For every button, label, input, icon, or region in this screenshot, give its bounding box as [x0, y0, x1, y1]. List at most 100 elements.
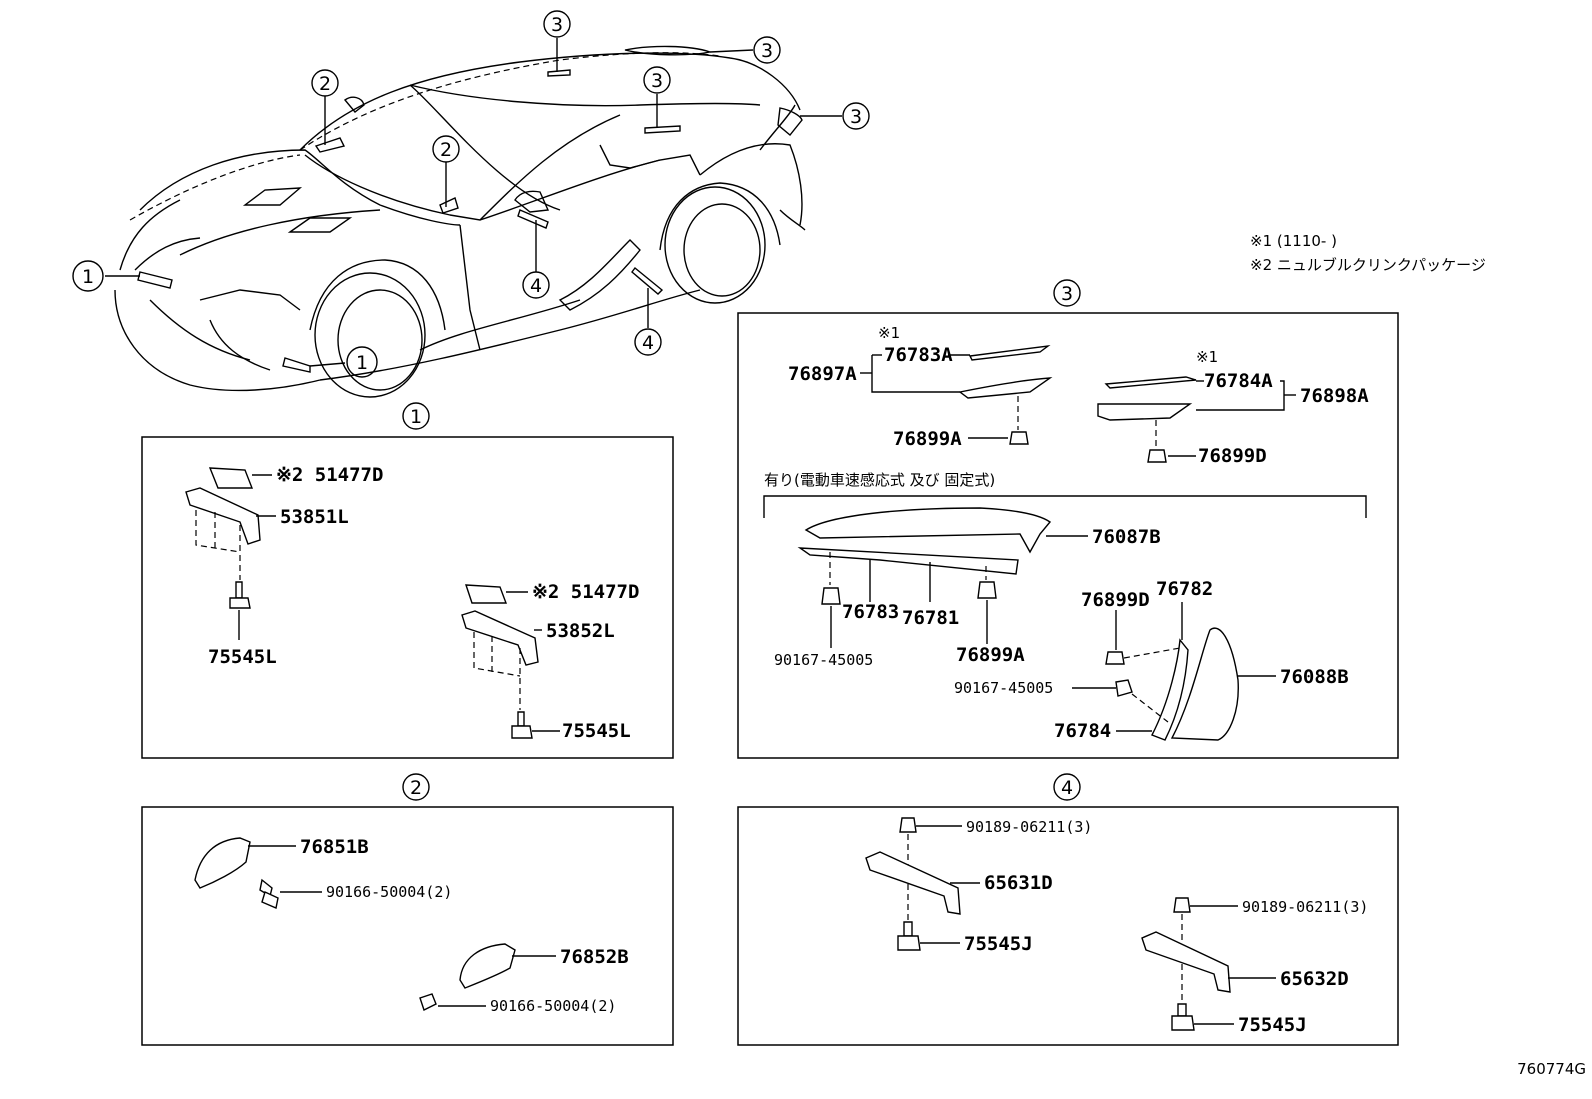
- spoiler-piece: [1097, 403, 1193, 421]
- callout-number: 2: [440, 139, 452, 161]
- screw-head: [1171, 1015, 1195, 1031]
- section-4: 4 90189-06211(3) 65631D 75545J 90189-062…: [737, 773, 1399, 1046]
- callout-number: 1: [356, 352, 368, 374]
- section-1: 1 ※2 51477D 53851L 75545L ※2 51477D 5385…: [141, 402, 674, 759]
- callout-4-side-intake: 4: [634, 328, 662, 356]
- part-number: ※2 51477D: [532, 581, 639, 603]
- callout-number: 3: [551, 14, 563, 36]
- callout-3-spoiler: 3: [753, 36, 781, 64]
- section-2: 2 76851B 90166-50004(2) 76852B 90166-500…: [141, 773, 674, 1046]
- nut: [977, 581, 997, 599]
- callout-2-pillar-right: 2: [432, 135, 460, 163]
- callout-3-roof: 3: [543, 10, 571, 38]
- end-plate-inner: [1151, 638, 1189, 741]
- clip: [899, 817, 917, 833]
- screw: [1115, 679, 1133, 697]
- part-number: 76898A: [1300, 385, 1369, 407]
- part-number: 90166-50004(2): [326, 883, 452, 901]
- callout-3-rear-window: 3: [643, 66, 671, 94]
- section-4-number: 4: [1061, 777, 1073, 799]
- side-garnish: [1141, 931, 1231, 993]
- part-number: 90167-45005: [954, 679, 1053, 697]
- part-number: 53852L: [546, 620, 615, 642]
- sub-header: 有り(電動車速感応式 及び 固定式): [764, 471, 995, 489]
- callout-2-pillar-left: 2: [311, 69, 339, 97]
- section-3-callout: [1053, 279, 1081, 307]
- section-1-box: [141, 436, 674, 759]
- screw-head: [229, 597, 251, 609]
- section-4-box: [737, 806, 1399, 1046]
- callout-number: 3: [651, 70, 663, 92]
- screw-head: [261, 891, 279, 909]
- garnish: [194, 837, 251, 889]
- part-number: 53851L: [280, 506, 349, 528]
- part-number: 75545J: [1238, 1014, 1307, 1036]
- section-2-callout: [402, 773, 430, 801]
- nut: [1105, 651, 1125, 665]
- screw-head: [419, 993, 437, 1011]
- part-number: 76899A: [956, 644, 1025, 666]
- part-number: 76781: [902, 607, 959, 629]
- note-1: ※1 (1110- ): [1250, 232, 1337, 250]
- part-number: 75545J: [964, 933, 1033, 955]
- bracket: [185, 487, 261, 545]
- wing-strip: [797, 547, 1019, 575]
- part-number: 90166-50004(2): [490, 997, 616, 1015]
- part-number: 76899A: [893, 428, 962, 450]
- part-number: 90189-06211(3): [966, 818, 1092, 836]
- callout-leaders: [105, 38, 842, 367]
- part-number: ※2 51477D: [276, 464, 383, 486]
- section-3-number: 3: [1061, 283, 1073, 305]
- callout-3-rear-wing: 3: [842, 102, 870, 130]
- section-4-callout: [1053, 773, 1081, 801]
- note-mark: ※1: [1196, 348, 1218, 366]
- callout-4-mirror: 4: [522, 271, 550, 299]
- part-number: 76782: [1156, 578, 1213, 600]
- screw-shank: [903, 921, 913, 937]
- diagram-id: 760774G: [1517, 1060, 1586, 1078]
- section-1-callout: [402, 402, 430, 430]
- sub-header-bracket: [763, 495, 1367, 518]
- end-plate-outer: [1170, 627, 1239, 741]
- callout-number: 4: [530, 275, 542, 297]
- callout-number: 4: [642, 332, 654, 354]
- section-1-number: 1: [410, 406, 422, 428]
- part-number: 76088B: [1280, 666, 1349, 688]
- car-illustration: [114, 45, 806, 398]
- clip: [1173, 897, 1191, 913]
- callout-1-front-lower: 1: [346, 346, 378, 378]
- callout-1-front-left: 1: [72, 260, 104, 292]
- note-2: ※2 ニュルブルクリンクパッケージ: [1250, 256, 1486, 274]
- callout-number: 3: [761, 40, 773, 62]
- garnish: [459, 943, 516, 989]
- part-number: 76897A: [788, 363, 857, 385]
- screw-head: [897, 935, 921, 951]
- callout-number: 3: [850, 106, 862, 128]
- part-number: 76087B: [1092, 526, 1161, 548]
- bracket: [461, 610, 539, 666]
- spoiler-piece: [958, 377, 1053, 399]
- screw: [821, 587, 841, 605]
- section-3-box: [737, 312, 1399, 759]
- part-number: 90167-45005: [774, 651, 873, 669]
- section-2-box: [141, 806, 674, 1046]
- rear-wing: [804, 507, 1052, 554]
- screw-shank: [1177, 1003, 1187, 1017]
- shim-plate: [208, 467, 254, 489]
- section-2-number: 2: [410, 777, 422, 799]
- spoiler-piece: [968, 344, 1051, 361]
- part-number: 76899D: [1198, 445, 1267, 467]
- screw-shank: [235, 581, 243, 599]
- callout-number: 1: [82, 266, 94, 288]
- screw-head: [511, 725, 533, 739]
- part-number: 76784: [1054, 720, 1111, 742]
- side-garnish: [865, 851, 961, 915]
- note-mark: ※1: [878, 324, 900, 342]
- section-3: 3 ※1 76783A 76897A 76899A ※1 76784A 7689…: [737, 279, 1399, 759]
- part-number: 76783A: [884, 344, 953, 366]
- part-number: 75545L: [208, 646, 277, 668]
- part-number: 65631D: [984, 872, 1053, 894]
- part-number: 76852B: [560, 946, 629, 968]
- part-number: 76851B: [300, 836, 369, 858]
